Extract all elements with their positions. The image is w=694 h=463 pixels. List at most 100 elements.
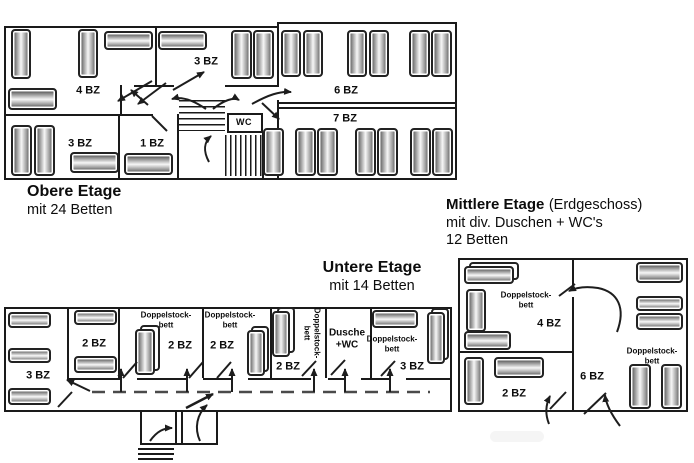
bed-vertical — [78, 29, 98, 78]
floor-subtitle: mit div. Duschen + WC's — [446, 214, 603, 231]
wall — [270, 307, 272, 378]
bed-vertical — [661, 364, 682, 409]
floor-subtitle: mit 24 Betten — [27, 201, 113, 218]
bunk-bed — [272, 311, 290, 357]
bunk-bed — [247, 330, 265, 376]
wall — [140, 410, 142, 444]
bunk-label: Doppelstock- bett — [500, 290, 552, 309]
wall — [67, 307, 69, 378]
room-label-2bz: 2 BZ — [82, 337, 106, 350]
wall — [406, 378, 450, 380]
floor-title: Mittlere Etage — [446, 196, 545, 213]
room-label-3bz: 3 BZ — [400, 360, 424, 373]
bunk-label: Doppelstock- bett — [366, 334, 418, 353]
wall — [120, 85, 122, 116]
mittlere-title-block: Mittlere Etage (Erdgeschoss) mit div. Du… — [446, 196, 642, 249]
bunk-label: Doppelstock- bett — [626, 346, 678, 365]
bed-vertical — [347, 30, 367, 77]
wall — [328, 378, 344, 380]
wall — [155, 26, 157, 85]
bunk-bed — [427, 312, 445, 364]
door-gap — [276, 87, 281, 100]
room-label-2bz: 2 BZ — [168, 339, 192, 352]
wall — [225, 85, 279, 87]
bed-horizontal — [8, 88, 57, 110]
bunk-label: Doppelstock- bett — [204, 310, 256, 329]
bed-horizontal — [8, 348, 51, 363]
room-label-2bz: 2 BZ — [210, 339, 234, 352]
floor-subtitle: 12 Betten — [446, 231, 509, 248]
bunk-label-rotated: Doppelstock- bett — [303, 307, 322, 359]
room-label-1bz: 1 BZ — [140, 137, 164, 150]
wall — [118, 307, 120, 378]
bed-vertical — [295, 128, 316, 176]
bed-vertical — [377, 128, 398, 176]
wall — [277, 102, 455, 104]
room-label-6bz: 6 BZ — [334, 84, 358, 97]
wall — [134, 85, 174, 87]
bed-vertical — [303, 30, 323, 77]
room-label-4bz: 4 BZ — [76, 84, 100, 97]
bed-vertical — [34, 125, 55, 176]
room-label-3bz-left: 3 BZ — [68, 137, 92, 150]
wall — [118, 114, 120, 178]
bed-horizontal — [70, 152, 119, 173]
floor-title-note: (Erdgeschoss) — [548, 197, 643, 213]
room-label-dusche-wc: Dusche +WC — [328, 327, 366, 351]
obere-title-block: Obere Etage mit 24 Betten — [27, 182, 121, 219]
bunk-bed — [464, 266, 514, 284]
wc-room — [227, 113, 263, 133]
bed-horizontal — [104, 31, 153, 50]
floor-title: Untere Etage — [322, 259, 422, 276]
wall — [177, 114, 179, 178]
bed-vertical — [369, 30, 389, 77]
bed-vertical — [629, 364, 651, 409]
bed-vertical — [263, 128, 284, 176]
floor-subtitle: mit 14 Betten — [329, 277, 415, 294]
wall — [202, 307, 204, 378]
room-label-4bz: 4 BZ — [537, 317, 561, 330]
bed-horizontal — [124, 153, 173, 175]
bed-horizontal — [494, 357, 544, 378]
bed-vertical — [281, 30, 301, 77]
wall — [458, 351, 573, 353]
wall — [203, 378, 231, 380]
room-label-3bz: 3 BZ — [26, 369, 50, 382]
bed-horizontal — [636, 296, 683, 311]
bed-vertical — [464, 357, 484, 405]
bed-horizontal — [8, 388, 51, 405]
bed-vertical — [432, 128, 453, 176]
wall — [572, 297, 574, 410]
wall — [572, 258, 574, 285]
wall — [175, 410, 177, 443]
bed-vertical — [410, 128, 431, 176]
bed-horizontal — [8, 312, 51, 328]
room-label-7bz: 7 BZ — [333, 112, 357, 125]
wall — [370, 307, 372, 378]
wall — [325, 307, 327, 378]
wall — [277, 107, 455, 109]
bed-vertical — [466, 289, 486, 332]
stair-tread — [138, 448, 174, 450]
staircase — [225, 135, 262, 176]
bed-vertical — [11, 125, 32, 176]
bed-horizontal — [464, 331, 511, 350]
wall — [4, 114, 153, 116]
room-label-2bz: 2 BZ — [276, 360, 300, 373]
stair-landing-hatch — [179, 100, 225, 131]
untere-title-block: Untere Etage mit 14 Betten — [300, 258, 444, 295]
bed-vertical — [231, 30, 252, 79]
room-label-6bz: 6 BZ — [580, 370, 604, 383]
bed-horizontal — [636, 313, 683, 330]
wall — [67, 378, 120, 380]
floor-title: Obere Etage — [27, 183, 122, 200]
bed-vertical — [253, 30, 274, 79]
bed-horizontal — [372, 310, 418, 328]
wall — [181, 410, 183, 443]
bed-horizontal — [636, 262, 683, 283]
wall — [137, 378, 186, 380]
wall — [140, 443, 218, 445]
arrow — [149, 424, 173, 442]
wall — [216, 410, 218, 444]
